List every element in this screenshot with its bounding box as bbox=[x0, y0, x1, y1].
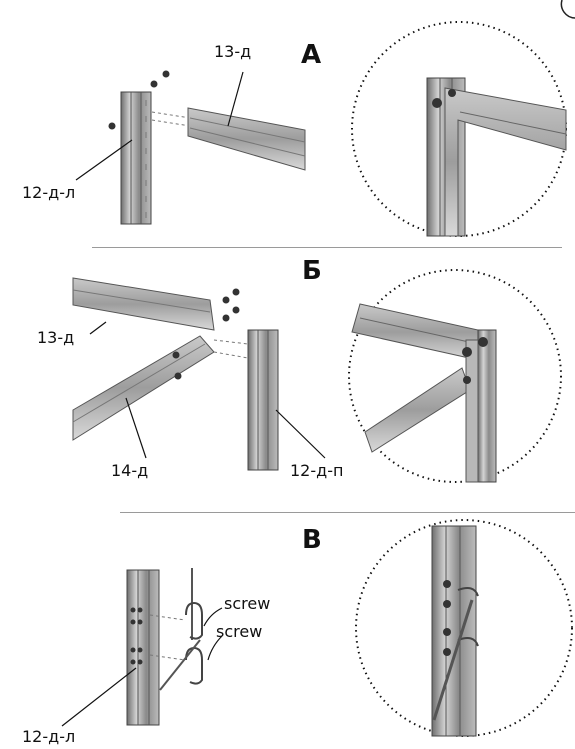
step-b-exploded-view bbox=[72, 277, 326, 471]
section-divider-b-c bbox=[120, 512, 575, 513]
step-c-screw-label-bottom: screw bbox=[216, 622, 263, 641]
step-a-beam-label: 13-д bbox=[214, 42, 252, 61]
step-c-letter: В bbox=[302, 525, 322, 555]
step-b-brace-label: 14-д bbox=[111, 461, 149, 480]
step-a-letter: А bbox=[301, 40, 322, 70]
step-b-detail-view bbox=[348, 269, 562, 483]
page-number-circle bbox=[560, 0, 575, 19]
step-c-screw-label-top: screw bbox=[224, 594, 271, 613]
step-c-post-label: 12-д-л bbox=[22, 727, 76, 746]
step-b-beam-label: 13-д bbox=[37, 328, 75, 347]
step-c-detail-view bbox=[355, 519, 573, 737]
step-a-post-label: 12-д-л bbox=[22, 183, 76, 202]
step-a-exploded-view bbox=[75, 70, 306, 225]
step-b-letter: Б bbox=[302, 256, 322, 286]
step-a-detail-view bbox=[351, 21, 567, 237]
step-b-post-label: 12-д-п bbox=[290, 461, 344, 480]
step-c-exploded-view bbox=[61, 568, 223, 727]
section-divider-a-b bbox=[92, 247, 562, 248]
